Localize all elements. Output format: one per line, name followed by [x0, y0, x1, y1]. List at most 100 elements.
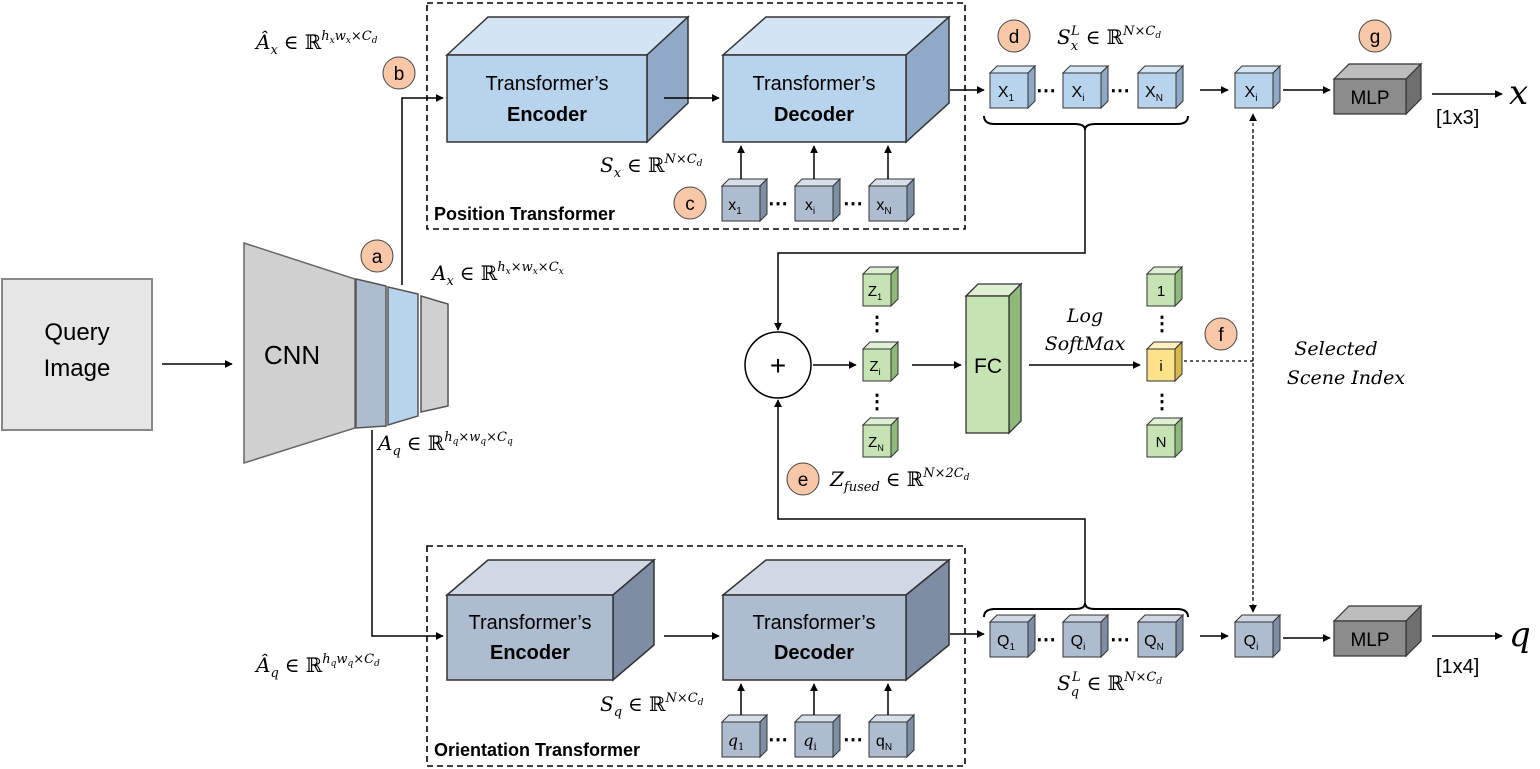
position-mlp-label: MLP [1350, 88, 1389, 109]
position-encoder-line2: Encoder [507, 104, 587, 126]
svg-text:f: f [1218, 325, 1224, 346]
z-token-i: Zi [861, 340, 900, 383]
math-S-x: Sx∈ℝN×Cd [600, 152, 703, 181]
XN-sub: N [1156, 93, 1163, 104]
index-N-label: N [1156, 434, 1167, 451]
selected-Q-sub: i [1256, 642, 1258, 653]
index-i-label: i [1159, 358, 1162, 375]
index-token-1: 1 [1145, 265, 1184, 308]
math-S-L-x: SxL∈ℝN×Cd [1057, 24, 1161, 54]
fc-label: FC [974, 355, 1002, 378]
svg-text:g: g [1370, 27, 1381, 48]
svg-text:Qi: Qi [1244, 633, 1259, 653]
index-dots-1: ⋮ [1152, 313, 1172, 335]
qi-base: q [803, 731, 813, 750]
svg-text:xN: xN [876, 197, 891, 217]
zi-base: Z [869, 358, 878, 375]
orientation-encoder-line1: Transformer’s [469, 612, 592, 634]
z-dots-2: ⋮ [867, 391, 887, 413]
orientation-transformer-title: Orientation Transformer [434, 740, 640, 760]
svg-text:Z1: Z1 [868, 283, 882, 302]
z-dots-1: ⋮ [867, 313, 887, 335]
orientation-output-Q1: Q1 [988, 613, 1037, 659]
Qi-sub: i [1083, 642, 1085, 653]
badge-c: c [673, 186, 707, 220]
svg-text:b: b [394, 64, 405, 85]
selected-Q-base: Q [1244, 633, 1256, 650]
x1-sub: 1 [736, 206, 742, 217]
math-A-hat-q: Âq∈ℝhqwq×Cd [254, 652, 380, 681]
X1-sub: 1 [1009, 93, 1015, 104]
orientation-query-dots-1: ⋯ [768, 729, 788, 751]
orientation-encoder-line2: Encoder [490, 642, 570, 664]
badge-b: b [382, 56, 416, 90]
qN-sub: N [885, 742, 892, 753]
orientation-output-dots-2: ⋯ [1110, 629, 1130, 651]
position-output-X1: X1 [988, 64, 1037, 110]
math-A-x: Ax∈ℝhx×wx×Cx [430, 260, 564, 289]
position-output-XN: XN [1136, 64, 1185, 110]
orientation-query-qi: qi [793, 713, 842, 759]
z-token-1: Z1 [861, 265, 900, 308]
cnn-layer-1 [355, 278, 387, 429]
svg-text:qi: qi [803, 731, 816, 753]
position-query-xN: xN [867, 177, 916, 223]
svg-text:x1: x1 [728, 197, 742, 217]
orientation-output-dots-1: ⋯ [1036, 629, 1056, 651]
q1-base: q [728, 731, 738, 750]
qN-base: q [876, 733, 885, 750]
svg-text:Q1: Q1 [997, 633, 1015, 653]
arrow-cnn-to-orientation-encoder [371, 430, 444, 640]
selected-X-base: X [1245, 84, 1256, 101]
orientation-output-symbol: q [1509, 615, 1531, 655]
orientation-decoder-line2: Decoder [774, 642, 854, 664]
xi-base: x [805, 197, 813, 214]
svg-text:XN: XN [1145, 84, 1163, 104]
cnn-label: CNN [264, 340, 320, 370]
index-token-N: N [1145, 416, 1184, 459]
query-image-label-line1: Query [44, 319, 109, 346]
z1-base: Z [868, 283, 877, 300]
badge-a: a [360, 239, 394, 273]
index-dots-2: ⋮ [1152, 391, 1172, 413]
orientation-query-dots-2: ⋯ [843, 729, 863, 751]
Qi-base: Q [1071, 633, 1083, 650]
position-output-dots-2: ⋯ [1110, 80, 1130, 102]
cnn-layer-3 [420, 294, 449, 413]
position-query-x1: x1 [720, 177, 769, 223]
orientation-encoder-block: Transformer’s Encoder [444, 558, 657, 682]
query-image-box [1, 278, 153, 431]
sum-symbol: + [770, 350, 786, 381]
zN-base: Z [868, 434, 877, 451]
cnn-layer-2 [387, 286, 419, 427]
svg-text:q1: q1 [728, 731, 745, 753]
position-encoder-line1: Transformer’s [486, 73, 609, 95]
line-orientation-brace-to-sum [774, 399, 1086, 603]
selected-scene-index-line2: Scene Index [1287, 367, 1406, 389]
svg-text:QN: QN [1144, 633, 1164, 653]
fc-block: FC [964, 282, 1023, 435]
orientation-output-Qi: Qi [1061, 613, 1110, 659]
position-decoder-block: Transformer’s Decoder [721, 15, 951, 144]
sum-node [744, 331, 812, 399]
selected-X-sub: i [1255, 93, 1257, 104]
position-output-symbol: x [1509, 73, 1528, 113]
position-query-dots-2: ⋯ [843, 193, 863, 215]
qi-sub: i [814, 742, 817, 753]
orientation-transformer-frame [426, 545, 966, 767]
line-position-brace-to-sum [774, 130, 1086, 331]
position-output-brace [983, 115, 1189, 131]
badge-g: g [1358, 19, 1392, 53]
position-mlp-block: MLP [1332, 62, 1423, 116]
svg-text:Xi: Xi [1245, 84, 1258, 104]
Q1-base: Q [997, 633, 1009, 650]
orientation-query-q1: q1 [720, 713, 769, 759]
log-softmax-line2: SoftMax [1045, 333, 1126, 355]
svg-text:ZN: ZN [868, 434, 884, 453]
Xi-sub: i [1082, 93, 1084, 104]
index-token-selected: i [1145, 340, 1184, 383]
position-query-dots-1: ⋯ [768, 193, 788, 215]
position-transformer-title: Position Transformer [434, 204, 615, 224]
index-1-label: 1 [1157, 283, 1165, 300]
QN-base: Q [1144, 633, 1156, 650]
